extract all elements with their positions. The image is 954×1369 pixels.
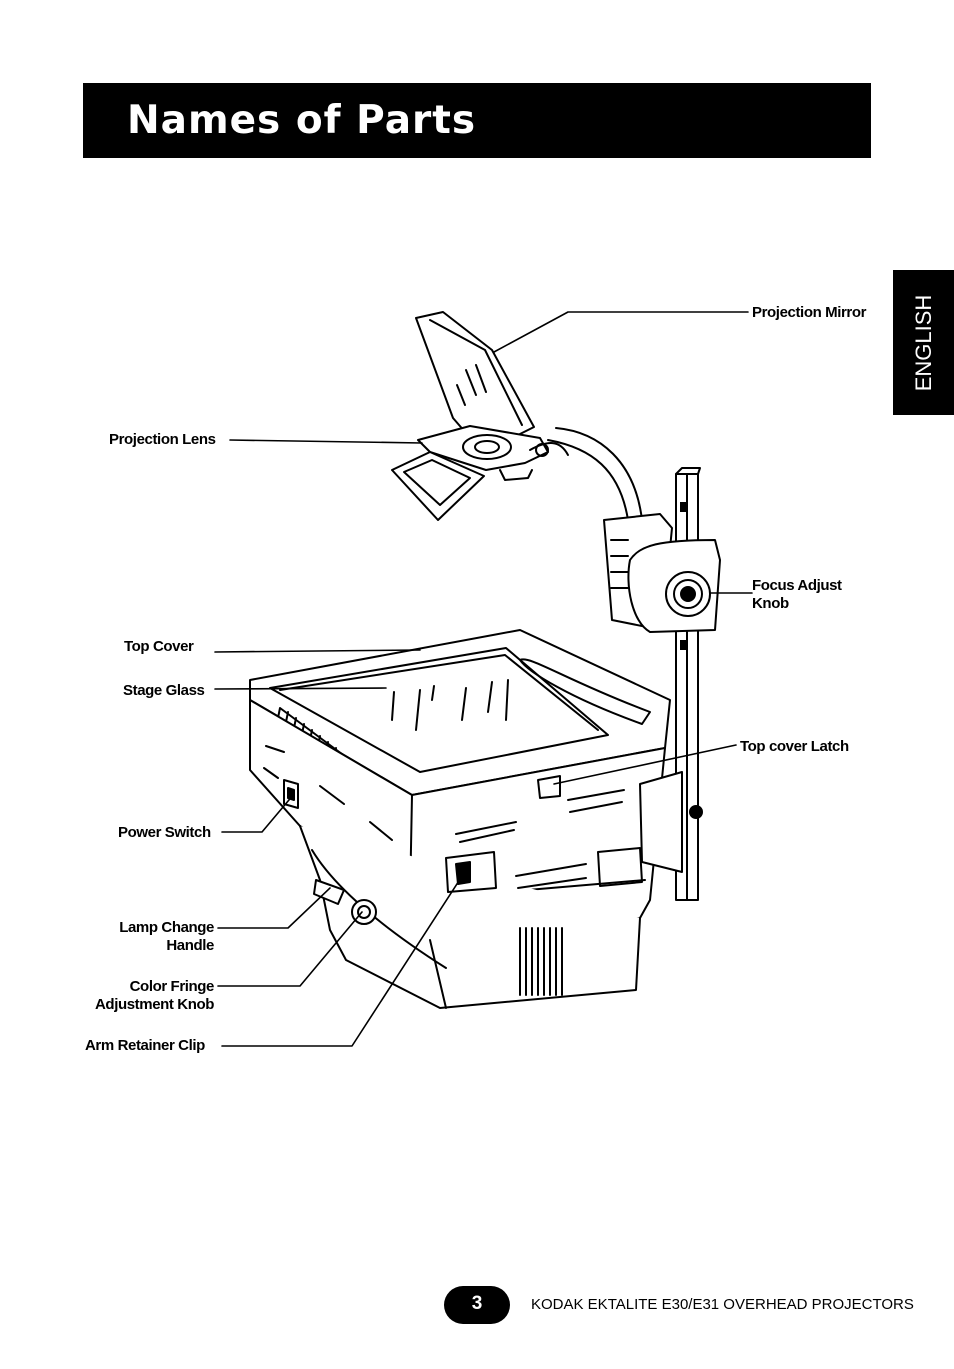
focus-assembly bbox=[603, 513, 721, 633]
label-lamp-change-handle: Lamp Change Handle bbox=[119, 919, 214, 954]
page-number: 3 bbox=[444, 1286, 510, 1324]
footer-product-name: KODAK EKTALITE E30/E31 OVERHEAD PROJECTO… bbox=[531, 1296, 914, 1313]
label-projection-lens: Projection Lens bbox=[109, 431, 216, 448]
label-color-fringe-adjustment-knob: Color Fringe Adjustment Knob bbox=[95, 978, 214, 1013]
leader-lines bbox=[214, 311, 753, 1047]
projector-base bbox=[249, 629, 703, 1009]
title-bar: Names of Parts bbox=[83, 83, 871, 158]
label-focus-adjust-knob: Focus Adjust Knob bbox=[752, 577, 842, 612]
page-title: Names of Parts bbox=[127, 98, 477, 143]
label-top-cover-latch: Top cover Latch bbox=[740, 738, 849, 755]
label-power-switch: Power Switch bbox=[118, 824, 211, 841]
projector-head bbox=[391, 311, 569, 521]
label-stage-glass: Stage Glass bbox=[123, 682, 205, 699]
label-arm-retainer-clip: Arm Retainer Clip bbox=[85, 1037, 205, 1054]
label-projection-mirror: Projection Mirror bbox=[752, 304, 867, 321]
language-tab: ENGLISH bbox=[893, 270, 954, 415]
label-top-cover: Top Cover bbox=[124, 638, 194, 655]
